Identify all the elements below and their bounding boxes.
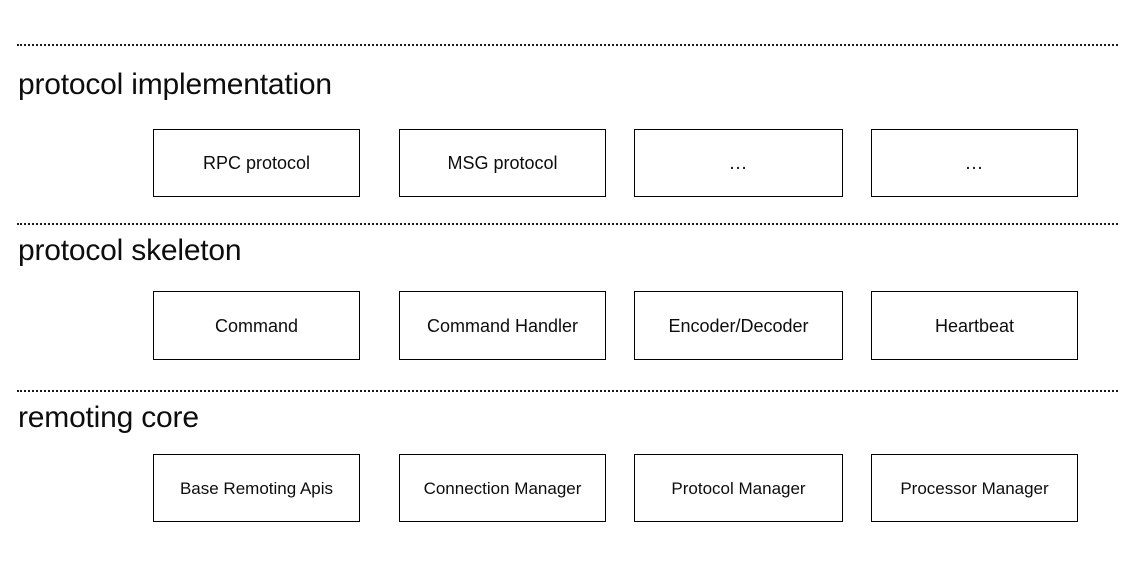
layer-divider-top xyxy=(17,44,1118,46)
node-encoder-decoder[interactable]: Encoder/Decoder xyxy=(634,291,843,360)
layer-heading-remoting-core: remoting core xyxy=(18,401,199,434)
node-protocol-placeholder-1[interactable]: … xyxy=(634,129,843,197)
node-command[interactable]: Command xyxy=(153,291,360,360)
layer-heading-protocol-skeleton: protocol skeleton xyxy=(18,234,242,267)
node-rpc-protocol[interactable]: RPC protocol xyxy=(153,129,360,197)
layer-heading-protocol-implementation: protocol implementation xyxy=(18,68,332,101)
node-command-handler[interactable]: Command Handler xyxy=(399,291,606,360)
node-connection-manager[interactable]: Connection Manager xyxy=(399,454,606,522)
node-protocol-manager[interactable]: Protocol Manager xyxy=(634,454,843,522)
layer-divider-middle xyxy=(17,223,1118,225)
node-protocol-placeholder-2[interactable]: … xyxy=(871,129,1078,197)
node-heartbeat[interactable]: Heartbeat xyxy=(871,291,1078,360)
node-processor-manager[interactable]: Processor Manager xyxy=(871,454,1078,522)
node-msg-protocol[interactable]: MSG protocol xyxy=(399,129,606,197)
node-base-remoting-apis[interactable]: Base Remoting Apis xyxy=(153,454,360,522)
layer-divider-bottom xyxy=(17,390,1118,392)
